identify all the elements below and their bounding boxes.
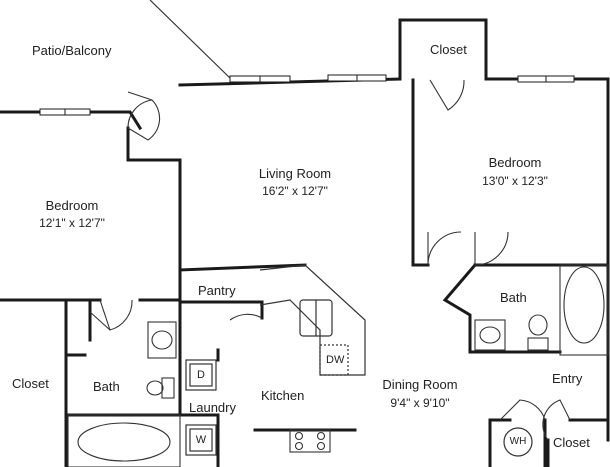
closet-right-label: Closet bbox=[553, 435, 590, 450]
left-bath-fixtures bbox=[67, 321, 181, 467]
stove bbox=[289, 429, 331, 453]
dryer-label: D bbox=[197, 369, 205, 381]
bedroom-right-dims: 13'0" x 12'3" bbox=[482, 174, 548, 188]
washer-label: W bbox=[195, 434, 207, 446]
bath-left-label: Bath bbox=[93, 379, 120, 394]
laundry-machines bbox=[185, 359, 217, 456]
closet-top-label: Closet bbox=[430, 42, 467, 57]
kitchen-label: Kitchen bbox=[261, 388, 305, 403]
living-room-dims: 16'2" x 12'7" bbox=[262, 184, 328, 198]
right-bath-fixtures bbox=[474, 264, 609, 356]
laundry-label: Laundry bbox=[189, 400, 236, 415]
dishwasher-label: DW bbox=[326, 354, 345, 366]
water-heater-label: WH bbox=[509, 436, 527, 447]
water-heater bbox=[503, 427, 533, 457]
dining-room-dims: 9'4" x 9'10" bbox=[390, 396, 450, 410]
dining-room-label: Dining Room bbox=[382, 377, 458, 392]
bedroom-left-label: Bedroom bbox=[45, 198, 99, 213]
living-room-label: Living Room bbox=[258, 166, 332, 181]
bath-right-label: Bath bbox=[500, 290, 527, 305]
kitchen-counter bbox=[259, 264, 366, 376]
dishwasher bbox=[319, 344, 349, 376]
entry-label: Entry bbox=[552, 371, 583, 386]
closet-left-label: Closet bbox=[12, 376, 49, 391]
bedroom-right-label: Bedroom bbox=[488, 155, 542, 170]
door-swings bbox=[89, 79, 571, 441]
bedroom-left-dims: 12'1" x 12'7" bbox=[39, 216, 105, 230]
windows bbox=[39, 74, 575, 116]
patio-label: Patio/Balcony bbox=[32, 43, 112, 58]
pantry-label: Pantry bbox=[198, 283, 236, 298]
patio-boundary bbox=[149, 0, 233, 81]
